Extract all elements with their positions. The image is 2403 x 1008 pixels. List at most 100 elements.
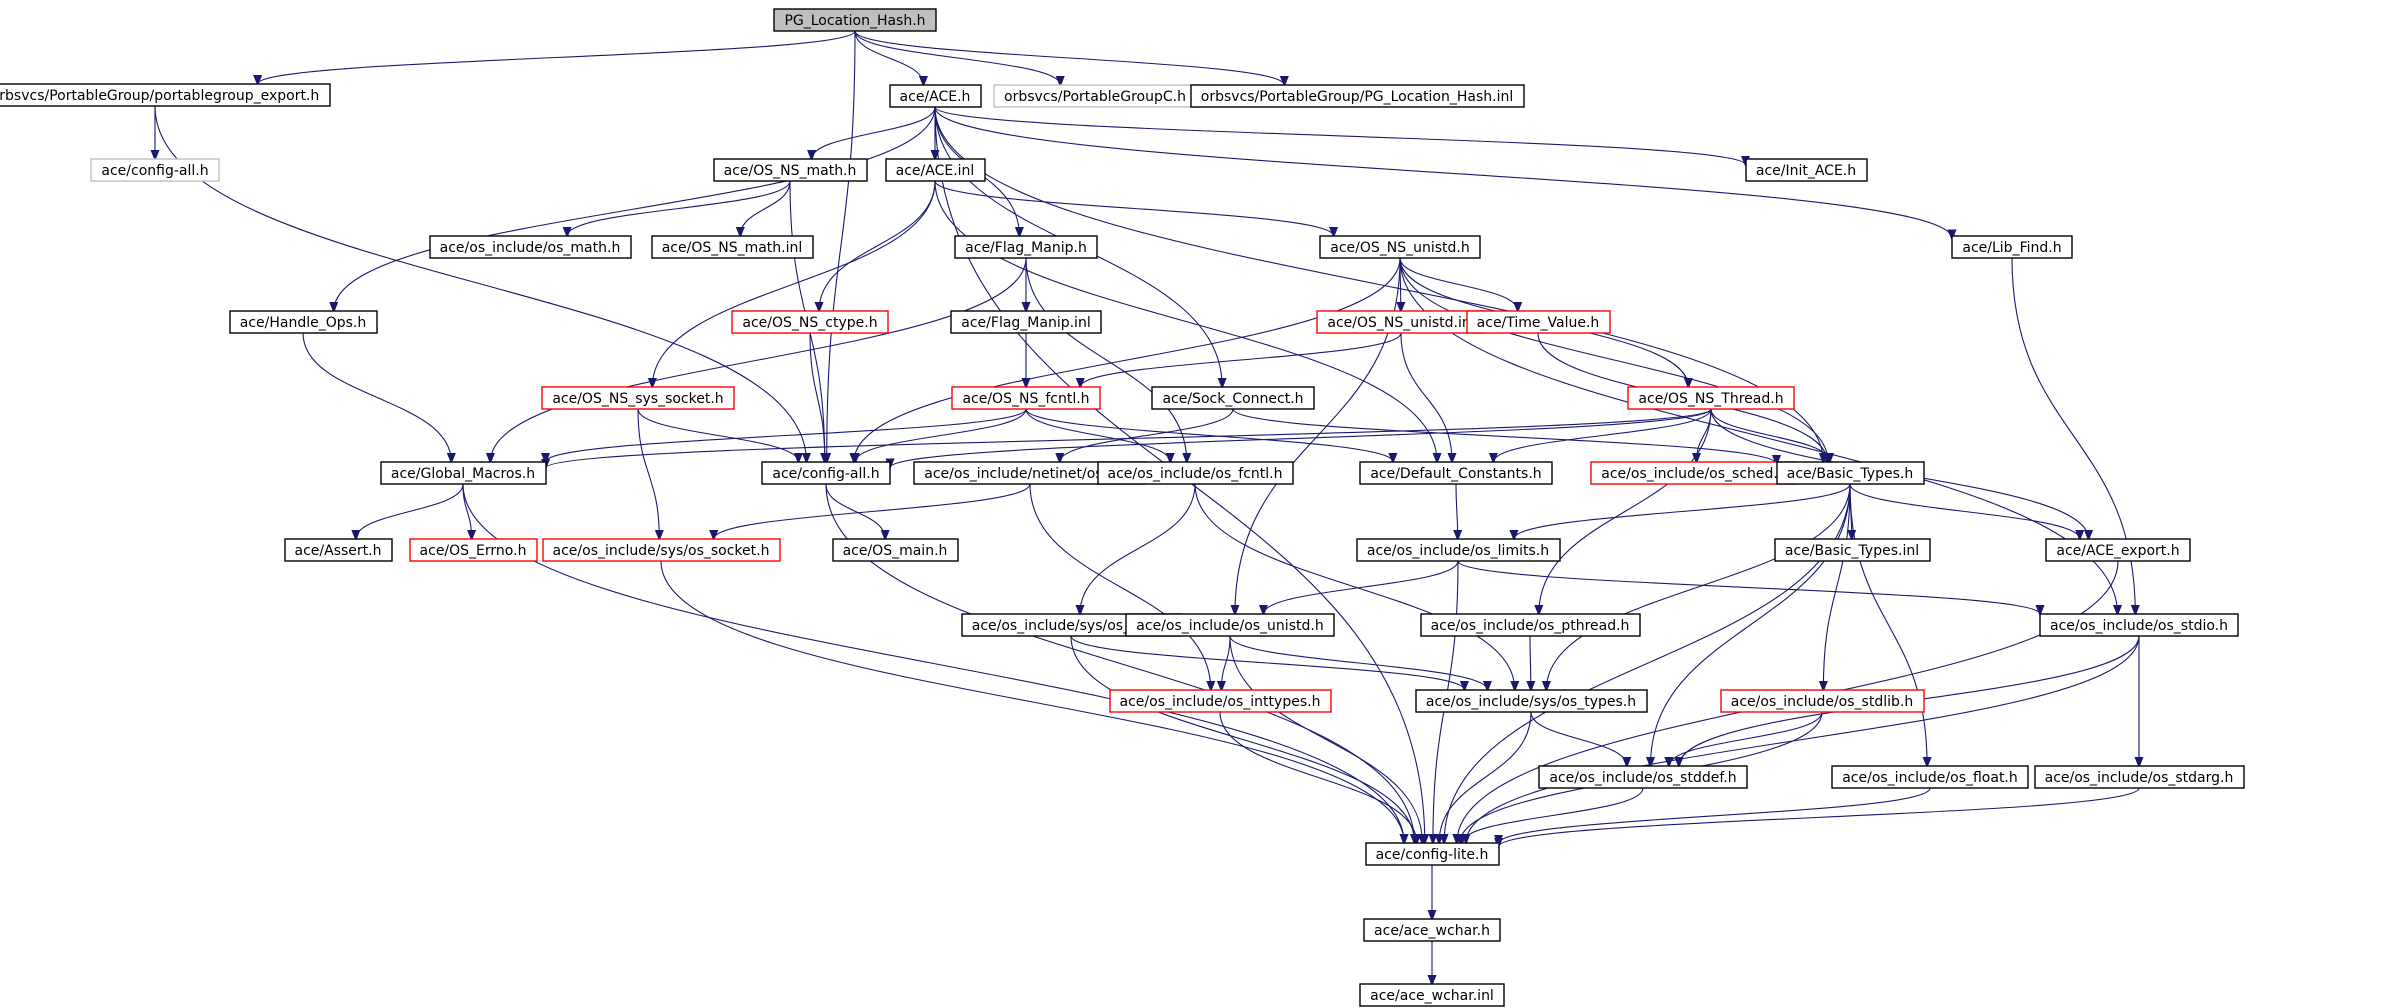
node-aceinl[interactable]: ace/ACE.inl [885, 158, 986, 182]
node-box[interactable] [380, 461, 547, 485]
node-libfind[interactable]: ace/Lib_Find.h [1951, 235, 2073, 259]
node-osunistd[interactable]: ace/os_include/os_unistd.h [1125, 613, 1335, 637]
node-globalmacros[interactable]: ace/Global_Macros.h [380, 461, 547, 485]
node-assert[interactable]: ace/Assert.h [284, 538, 393, 562]
node-osnsmathinl[interactable]: ace/OS_NS_math.inl [651, 235, 814, 259]
node-pgexport[interactable]: orbsvcs/PortableGroup/portablegroup_expo… [0, 83, 331, 107]
node-osnsfcntl[interactable]: ace/OS_NS_fcntl.h [951, 386, 1101, 410]
node-osinttypes[interactable]: ace/os_include/os_inttypes.h [1109, 689, 1332, 713]
node-box[interactable] [1359, 461, 1553, 485]
node-label: ace/os_include/sys/os_socket.h [553, 543, 770, 559]
node-basictypesinl[interactable]: ace/Basic_Types.inl [1774, 538, 1931, 562]
node-box[interactable] [1466, 310, 1611, 334]
node-box[interactable] [1415, 689, 1648, 713]
node-box[interactable] [2039, 613, 2239, 637]
node-label: ace/OS_main.h [843, 543, 948, 559]
node-box[interactable] [1363, 918, 1501, 942]
node-osnsctype[interactable]: ace/OS_NS_ctype.h [731, 310, 889, 334]
node-osfcntl[interactable]: ace/os_include/os_fcntl.h [1097, 461, 1294, 485]
node-box[interactable] [1776, 461, 1925, 485]
node-box[interactable] [1627, 386, 1795, 410]
node-handleops[interactable]: ace/Handle_Ops.h [229, 310, 378, 334]
node-flagmanip[interactable]: ace/Flag_Manip.h [954, 235, 1098, 259]
node-oslimits[interactable]: ace/os_include/os_limits.h [1356, 538, 1561, 562]
node-box[interactable] [954, 235, 1098, 259]
node-box[interactable] [409, 538, 538, 562]
node-box[interactable] [1125, 613, 1335, 637]
edge-osnsfcntl-to-globalmacros [546, 408, 1027, 462]
node-box[interactable] [950, 310, 1102, 334]
node-osnsmath[interactable]: ace/OS_NS_math.h [713, 158, 868, 182]
node-box[interactable] [1831, 765, 2029, 789]
node-syssocket[interactable]: ace/os_include/sys/os_socket.h [542, 538, 781, 562]
node-cfgall1[interactable]: ace/config-all.h [90, 158, 220, 182]
node-box[interactable] [1365, 842, 1500, 866]
node-box[interactable] [1951, 235, 2073, 259]
node-aceexport[interactable]: ace/ACE_export.h [2045, 538, 2191, 562]
node-box[interactable] [713, 158, 868, 182]
edge-osnsthread-to-configall [890, 408, 1712, 468]
node-osstdio[interactable]: ace/os_include/os_stdio.h [2039, 613, 2239, 637]
node-box[interactable] [284, 538, 393, 562]
node-box[interactable] [1774, 538, 1931, 562]
node-sockconnect[interactable]: ace/Sock_Connect.h [1151, 386, 1315, 410]
node-systypes[interactable]: ace/os_include/sys/os_types.h [1415, 689, 1648, 713]
node-box[interactable] [1109, 689, 1332, 713]
node-osstddef[interactable]: ace/os_include/os_stddef.h [1538, 765, 1748, 789]
node-netinetin[interactable]: ace/os_include/netinet/os_in.h [913, 461, 1147, 485]
node-box[interactable] [0, 83, 331, 107]
node-box[interactable] [2034, 765, 2245, 789]
node-defconst[interactable]: ace/Default_Constants.h [1359, 461, 1553, 485]
node-configlite[interactable]: ace/config-lite.h [1365, 842, 1500, 866]
node-box[interactable] [1319, 235, 1481, 259]
node-configall[interactable]: ace/config-all.h [761, 461, 891, 485]
node-box[interactable] [90, 158, 220, 182]
node-box[interactable] [1720, 689, 1925, 713]
node-timevalue[interactable]: ace/Time_Value.h [1466, 310, 1611, 334]
node-box[interactable] [731, 310, 889, 334]
node-box[interactable] [1538, 765, 1748, 789]
node-oserrno[interactable]: ace/OS_Errno.h [409, 538, 538, 562]
node-box[interactable] [229, 310, 378, 334]
node-box[interactable] [889, 84, 982, 108]
node-root[interactable]: PG_Location_Hash.h [773, 8, 937, 32]
node-pgc[interactable]: orbsvcs/PortableGroupC.h [993, 84, 1197, 108]
node-box[interactable] [542, 538, 781, 562]
node-box[interactable] [761, 461, 891, 485]
node-osstdarg[interactable]: ace/os_include/os_stdarg.h [2034, 765, 2245, 789]
node-box[interactable] [429, 235, 632, 259]
node-basictypes[interactable]: ace/Basic_Types.h [1776, 461, 1925, 485]
node-osnsunistdinl[interactable]: ace/OS_NS_unistd.inl [1316, 310, 1486, 334]
node-osstdlib[interactable]: ace/os_include/os_stdlib.h [1720, 689, 1925, 713]
node-label: ace/OS_NS_ctype.h [742, 315, 877, 331]
node-acewchar[interactable]: ace/ace_wchar.h [1363, 918, 1501, 942]
node-osfloat[interactable]: ace/os_include/os_float.h [1831, 765, 2029, 789]
node-box[interactable] [1359, 983, 1505, 1007]
node-box[interactable] [1420, 613, 1641, 637]
node-box[interactable] [773, 8, 937, 32]
node-box[interactable] [832, 538, 959, 562]
node-box[interactable] [2045, 538, 2191, 562]
node-osnsthread[interactable]: ace/OS_NS_Thread.h [1627, 386, 1795, 410]
node-initace[interactable]: ace/Init_ACE.h [1745, 158, 1868, 182]
node-label: ace/config-all.h [772, 466, 879, 482]
node-pgli[interactable]: orbsvcs/PortableGroup/PG_Location_Hash.i… [1190, 84, 1525, 108]
node-flagmanipinl[interactable]: ace/Flag_Manip.inl [950, 310, 1102, 334]
node-box[interactable] [951, 386, 1101, 410]
node-osmath[interactable]: ace/os_include/os_math.h [429, 235, 632, 259]
node-ossched[interactable]: ace/os_include/os_sched.h [1590, 461, 1798, 485]
node-osmain[interactable]: ace/OS_main.h [832, 538, 959, 562]
node-osnssyssocket[interactable]: ace/OS_NS_sys_socket.h [541, 386, 735, 410]
node-box[interactable] [651, 235, 814, 259]
node-acewcharinl[interactable]: ace/ace_wchar.inl [1359, 983, 1505, 1007]
node-ace[interactable]: ace/ACE.h [889, 84, 982, 108]
node-ospthread[interactable]: ace/os_include/os_pthread.h [1420, 613, 1641, 637]
node-box[interactable] [885, 158, 986, 182]
node-box[interactable] [1190, 84, 1525, 108]
node-osnsunistd[interactable]: ace/OS_NS_unistd.h [1319, 235, 1481, 259]
node-box[interactable] [1151, 386, 1315, 410]
node-box[interactable] [1097, 461, 1294, 485]
node-box[interactable] [1356, 538, 1561, 562]
node-box[interactable] [541, 386, 735, 410]
node-box[interactable] [1745, 158, 1868, 182]
